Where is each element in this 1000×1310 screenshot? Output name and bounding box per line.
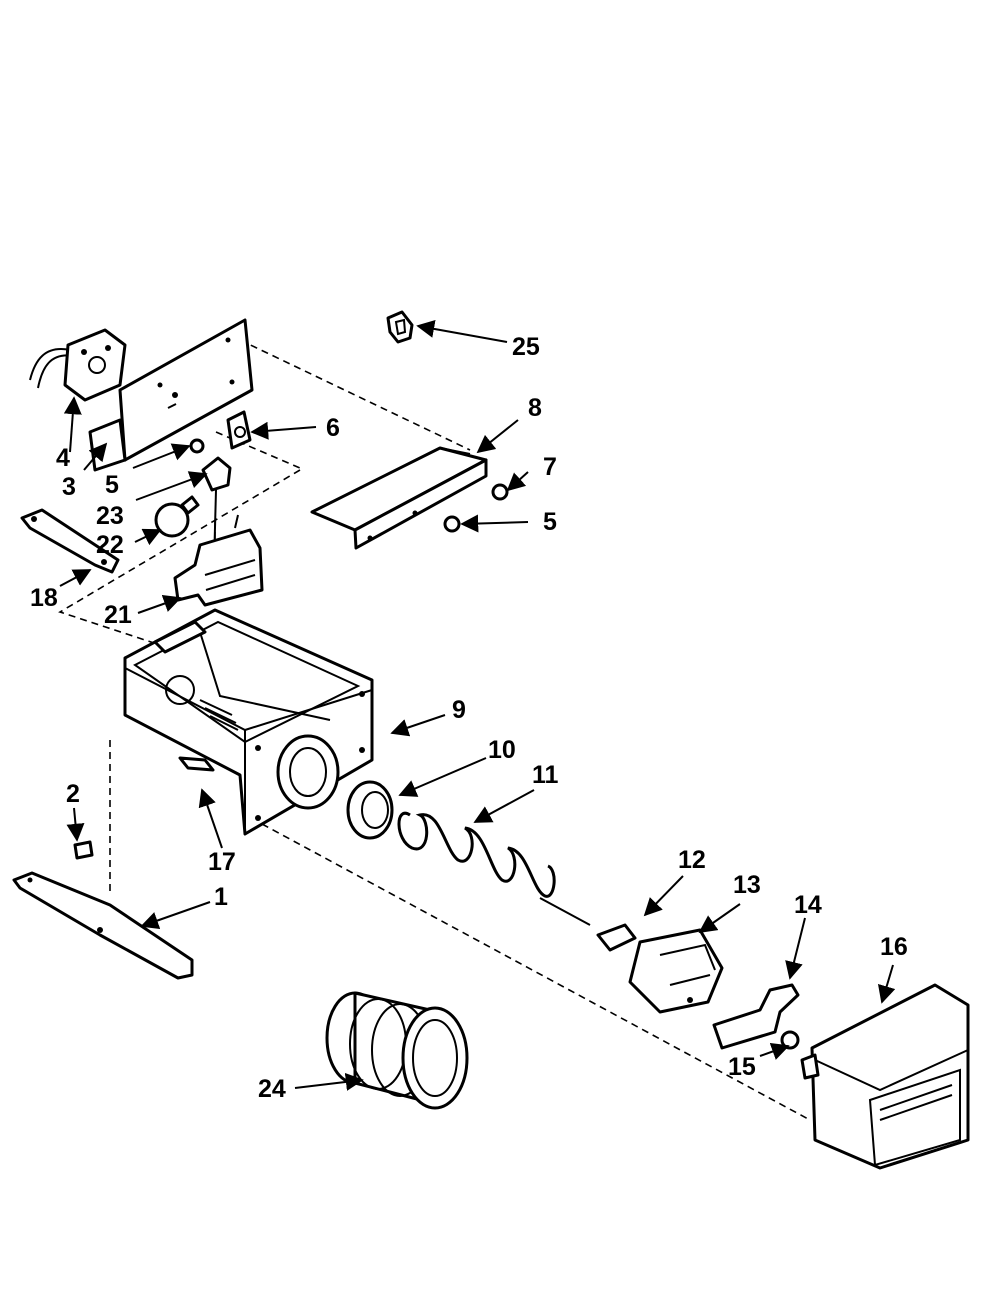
callout-6: 6	[326, 414, 340, 442]
callout-5-right: 5	[543, 508, 557, 536]
part-17-bracket[interactable]	[178, 756, 215, 772]
callout-17: 17	[208, 848, 236, 876]
callout-10: 10	[488, 736, 516, 764]
callout-22: 22	[96, 531, 124, 559]
callout-16: 16	[880, 933, 908, 961]
callout-8: 8	[528, 394, 542, 422]
part-11-auger-spring[interactable]	[397, 811, 591, 926]
callout-2: 2	[66, 780, 80, 808]
part-13-crusher-housing[interactable]	[628, 928, 724, 1014]
part-3-bracket[interactable]	[88, 318, 254, 472]
part-18-wire-harness[interactable]	[20, 508, 120, 574]
part-21-lamp-cover[interactable]	[173, 514, 264, 607]
callout-1: 1	[214, 883, 228, 911]
callout-24: 24	[258, 1075, 286, 1103]
part-23-lamp-socket[interactable]	[201, 456, 232, 566]
callout-9: 9	[452, 696, 466, 724]
part-5-screw-upper[interactable]	[189, 438, 205, 454]
callout-3: 3	[62, 473, 76, 501]
callout-21: 21	[104, 601, 132, 629]
part-4-motor[interactable]	[29, 328, 127, 402]
leader-arrows	[59, 320, 896, 1091]
callout-14: 14	[794, 891, 822, 919]
part-15-nut[interactable]	[780, 1030, 800, 1050]
part-16-front-housing[interactable]	[800, 983, 970, 1170]
part-9-housing[interactable]	[123, 608, 374, 836]
callout-25: 25	[512, 333, 540, 361]
part-5-screw-lower[interactable]	[443, 515, 461, 533]
callout-12: 12	[678, 846, 706, 874]
part-24-cylinder[interactable]	[325, 991, 469, 1110]
callout-11: 11	[532, 761, 559, 789]
callout-labels: 25 8 6 7 5 4 3 5 23 22 18 21 9 10 11 2 1…	[30, 333, 908, 1103]
part-25-clip[interactable]	[386, 310, 414, 344]
part-10-bearing[interactable]	[346, 780, 394, 840]
part-12-cutter[interactable]	[596, 923, 637, 952]
callout-4: 4	[56, 444, 70, 472]
callout-5-left: 5	[105, 471, 119, 499]
callout-13: 13	[733, 871, 761, 899]
part-2-pin[interactable]	[73, 840, 94, 860]
callout-7: 7	[543, 453, 557, 481]
callout-18: 18	[30, 584, 58, 612]
part-14-lever[interactable]	[712, 983, 800, 1050]
callout-23: 23	[96, 502, 124, 530]
part-6-clip[interactable]	[226, 410, 252, 450]
part-7-screw[interactable]	[491, 483, 509, 501]
part-8-cover-plate[interactable]	[310, 446, 488, 550]
callout-15: 15	[728, 1053, 756, 1081]
part-22-light-bulb[interactable]	[154, 495, 200, 538]
part-1-arm[interactable]	[12, 871, 194, 980]
